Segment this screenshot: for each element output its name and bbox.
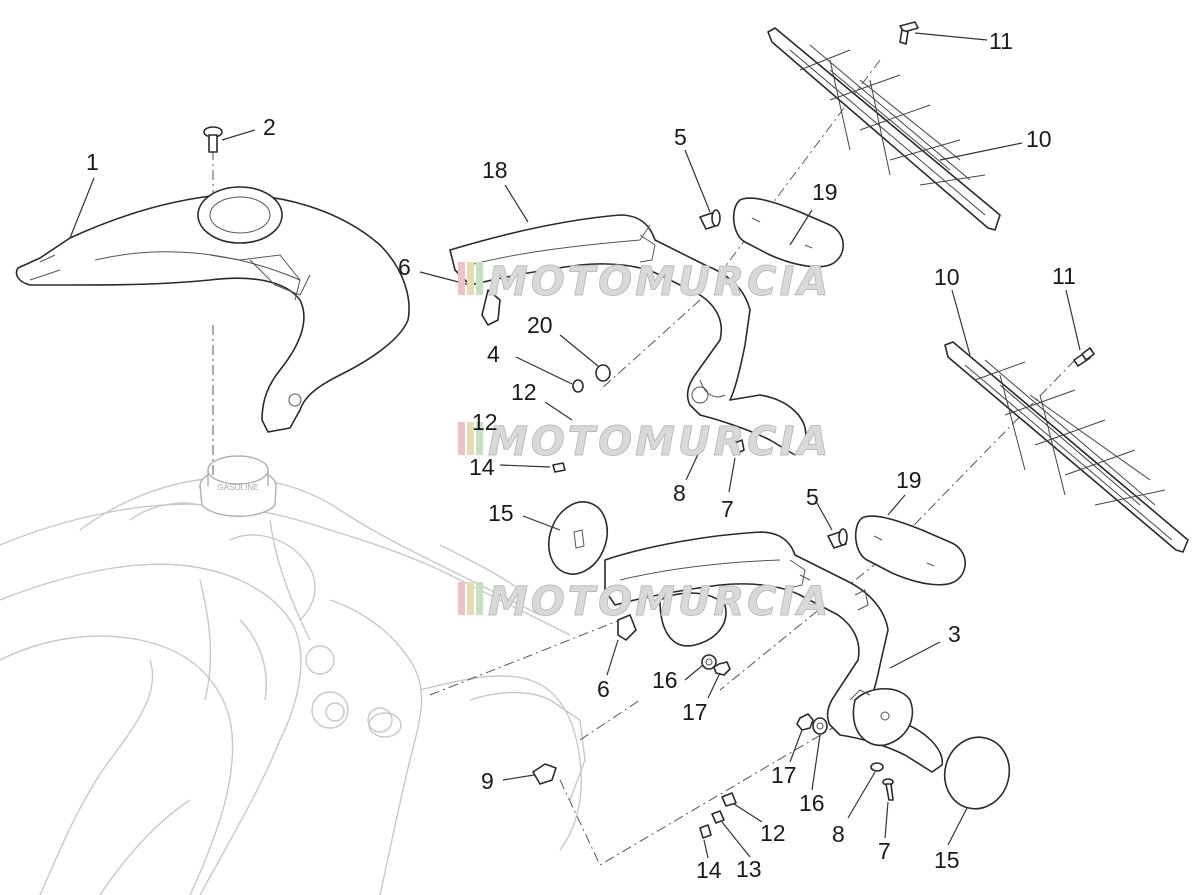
callout-12: 12 bbox=[760, 820, 786, 846]
part-16-washer-left bbox=[701, 654, 717, 670]
callout-8: 8 bbox=[673, 480, 686, 506]
part-5-screw-upper bbox=[699, 209, 721, 230]
callout-14: 14 bbox=[469, 454, 495, 480]
callout-3: 3 bbox=[948, 621, 961, 647]
callout-16: 16 bbox=[652, 667, 678, 693]
callout-10: 10 bbox=[1026, 126, 1052, 152]
callout-19: 19 bbox=[896, 467, 922, 493]
fuel-cap: GASOLINE bbox=[199, 455, 277, 517]
part-10-plate-upper bbox=[767, 27, 1001, 231]
callout-6: 6 bbox=[597, 676, 610, 702]
part-16-washer-right bbox=[812, 717, 828, 735]
part-12-clip-lower bbox=[721, 792, 737, 807]
callout-11: 11 bbox=[1052, 263, 1076, 289]
part-10-plate-lower bbox=[944, 341, 1189, 553]
part-9-bracket-clip bbox=[532, 763, 557, 785]
assembly-lines bbox=[212, 59, 1076, 866]
leader-lines bbox=[69, 32, 1081, 859]
callout-6: 6 bbox=[398, 254, 411, 280]
part-20-washer bbox=[595, 364, 611, 382]
part-15-disc-lower bbox=[943, 736, 1011, 810]
watermark-text-3: MOTOMURCIA bbox=[488, 579, 831, 625]
part-3-bracket-lower bbox=[604, 531, 943, 773]
callout-1: 1 bbox=[86, 149, 99, 175]
watermark-text-1: MOTOMURCIA bbox=[488, 259, 831, 305]
callout-17: 17 bbox=[771, 762, 797, 788]
callout-14: 14 bbox=[696, 857, 722, 883]
callouts: 1 2 18 5 19 11 10 6 20 4 12 12 14 8 7 10… bbox=[86, 28, 1076, 883]
callout-18: 18 bbox=[482, 157, 508, 183]
part-7-screw-upper bbox=[729, 439, 745, 456]
callout-12: 12 bbox=[472, 409, 498, 435]
callout-19: 19 bbox=[812, 179, 838, 205]
scooter-frame: GASOLINE bbox=[0, 455, 586, 895]
callout-16: 16 bbox=[799, 790, 825, 816]
callout-20: 20 bbox=[527, 312, 553, 338]
callout-5: 5 bbox=[806, 484, 819, 510]
part-2-screw bbox=[203, 126, 223, 153]
part-17-nut-right bbox=[796, 713, 814, 731]
part-19-reflector-lower bbox=[854, 515, 966, 586]
part-11-screw-upper bbox=[899, 21, 919, 45]
part-14-insert-upper bbox=[552, 462, 566, 473]
callout-12: 12 bbox=[511, 379, 537, 405]
part-14-insert-lower bbox=[699, 824, 712, 839]
callout-10: 10 bbox=[934, 264, 960, 290]
callout-13: 13 bbox=[736, 856, 762, 882]
part-19-reflector-upper bbox=[732, 197, 844, 268]
part-5-screw-lower bbox=[827, 528, 848, 549]
callout-7: 7 bbox=[721, 496, 734, 522]
part-1-cover bbox=[15, 186, 410, 433]
part-7-screw-lower bbox=[882, 778, 894, 801]
callout-11: 11 bbox=[989, 28, 1013, 54]
callout-17: 17 bbox=[682, 699, 708, 725]
callout-4: 4 bbox=[487, 341, 500, 367]
part-18-bracket-upper bbox=[449, 214, 807, 456]
watermark-2: MOTOMURCIA bbox=[458, 419, 831, 466]
part-15-disc-upper bbox=[548, 501, 608, 575]
callout-7: 7 bbox=[878, 838, 891, 864]
fuel-cap-label: GASOLINE bbox=[218, 483, 259, 492]
part-17-nut-left bbox=[713, 661, 731, 676]
callout-15: 15 bbox=[934, 847, 960, 873]
callout-5: 5 bbox=[674, 124, 687, 150]
callout-9: 9 bbox=[481, 768, 494, 794]
part-8-washer-lower bbox=[870, 762, 884, 772]
part-13-spacer bbox=[711, 810, 725, 824]
watermark-3: MOTOMURCIA bbox=[458, 579, 831, 626]
callout-8: 8 bbox=[832, 821, 845, 847]
part-11-screw-lower bbox=[1073, 347, 1095, 367]
callout-2: 2 bbox=[263, 114, 276, 140]
callout-15: 15 bbox=[488, 500, 514, 526]
part-4-nut bbox=[572, 379, 584, 393]
watermark-1: MOTOMURCIA bbox=[458, 259, 831, 306]
watermark-text-2: MOTOMURCIA bbox=[488, 419, 831, 465]
